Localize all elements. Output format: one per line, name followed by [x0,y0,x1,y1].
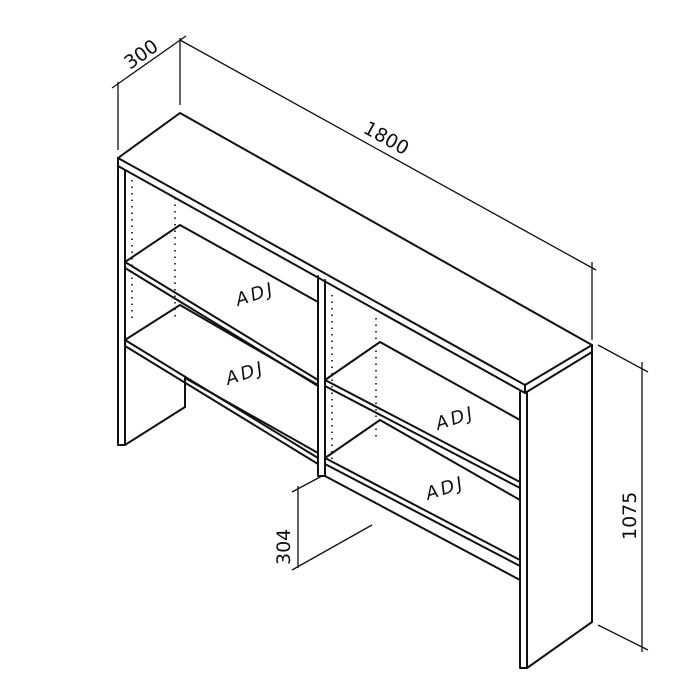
depth-dimension [111,35,187,150]
top-panel-side-edge [524,351,593,394]
adj-label-right-upper: ADJ [432,402,478,435]
top-panel [117,112,593,386]
left-side-panel [117,165,126,446]
adj-label-right-lower: ADJ [422,472,468,505]
middle-divider [317,275,326,477]
right-lower-shelf [324,419,521,561]
depth-label: 300 [120,35,162,74]
adj-label-left-upper: ADJ [232,278,278,311]
clearance-dimension [291,475,373,571]
top-panel-front-edge [117,157,526,394]
bottom-rail [324,475,521,581]
clearance-label: 304 [273,529,295,565]
height-label: 1075 [619,492,641,540]
left-lower-shelf [124,304,319,459]
right-side-panel [519,391,528,669]
height-dimension [597,344,649,652]
right-upper-shelf [324,341,521,483]
left-upper-shelf [124,224,319,381]
adj-label-left-lower: ADJ [222,357,268,390]
width-dimension [179,39,597,340]
